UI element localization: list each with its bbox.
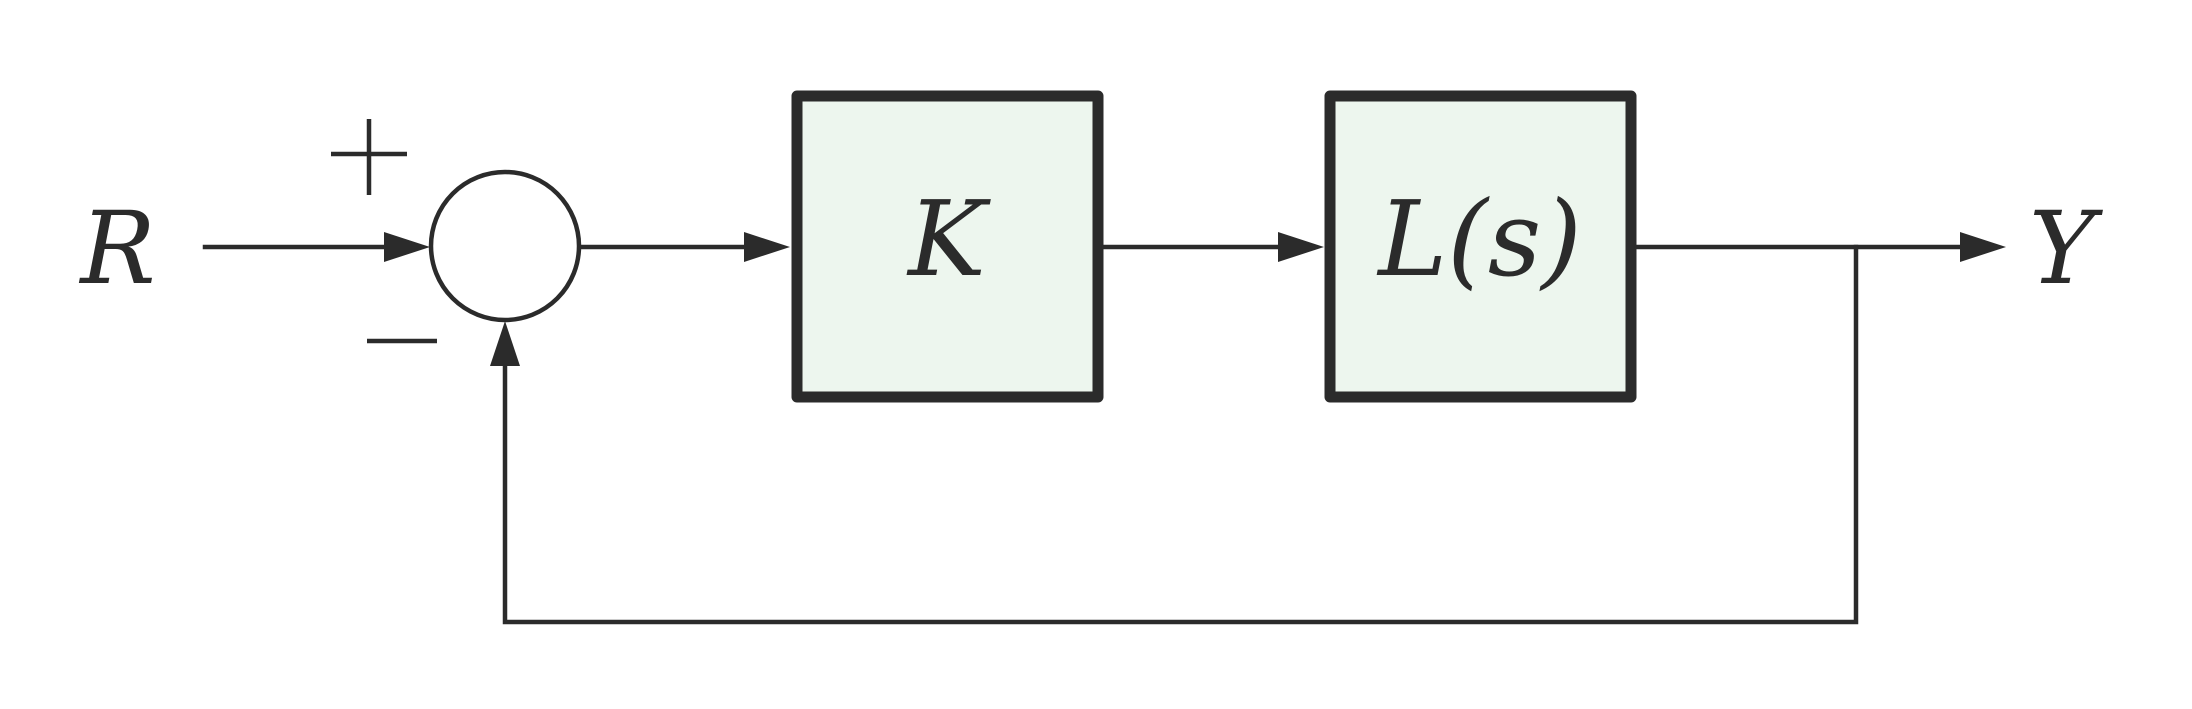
plus-sign-icon	[331, 119, 407, 195]
summing-junction	[428, 169, 582, 323]
block-controller-label: K	[906, 178, 991, 300]
output-label: Y	[2029, 190, 2103, 307]
block-controller: K	[791, 90, 1104, 403]
block-plant-label: L(s)	[1376, 178, 1582, 300]
output-arrowhead	[1960, 232, 2006, 262]
block-plant-box	[1324, 90, 1637, 403]
input-arrowhead	[384, 232, 430, 262]
input-label: R	[78, 190, 155, 307]
block-plant: L(s)	[1324, 90, 1637, 403]
error-arrowhead	[744, 232, 790, 262]
feedback-arrowhead	[490, 321, 520, 366]
control-arrowhead	[1278, 232, 1324, 262]
block-controller-box	[791, 90, 1104, 403]
feedback-wire	[502, 244, 1859, 625]
